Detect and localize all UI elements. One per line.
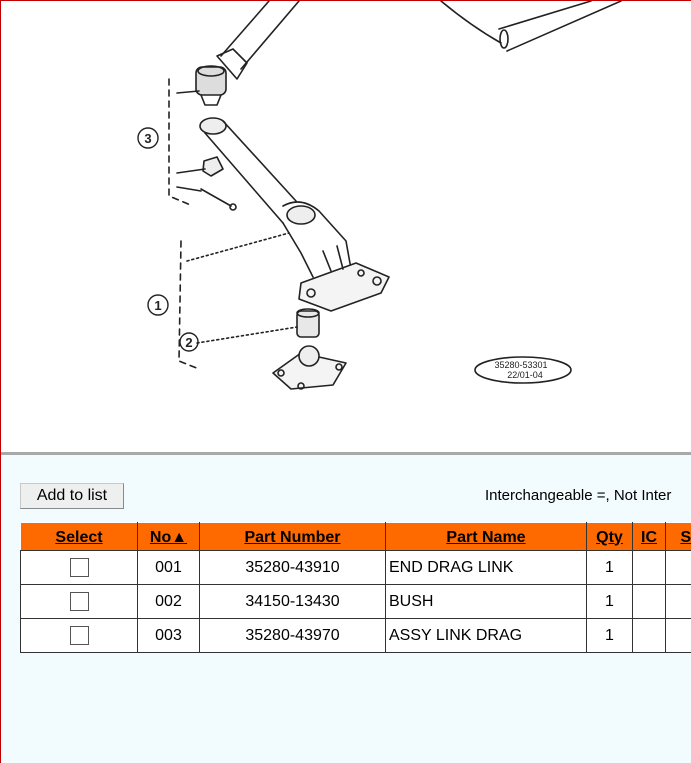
column-header-s[interactable]: S/ <box>665 522 691 551</box>
qty-cell: 1 <box>586 550 633 585</box>
table-row: 001 35280-43910 END DRAG LINK 1 <box>20 550 691 585</box>
column-header-no[interactable]: No▲ <box>137 522 200 551</box>
select-checkbox[interactable] <box>69 626 89 645</box>
part-name-cell: BUSH <box>385 584 587 619</box>
s-cell <box>665 550 691 585</box>
table-row: 003 35280-43970 ASSY LINK DRAG 1 <box>20 618 691 653</box>
select-checkbox[interactable] <box>69 558 89 577</box>
part-number-cell: 35280-43970 <box>199 618 386 653</box>
column-header-ic[interactable]: IC <box>632 522 666 551</box>
column-header-qty[interactable]: Qty <box>586 522 633 551</box>
parts-diagram: 3 1 2 35280-53301 22/01-04 <box>1 1 691 454</box>
interchangeable-legend: Interchangeable =, Not Inter <box>485 487 672 504</box>
part-name-cell: END DRAG LINK <box>385 550 587 585</box>
no-cell: 002 <box>137 584 200 619</box>
parts-table: Select No▲ Part Number Part Name Qty IC … <box>20 522 691 653</box>
select-cell <box>20 550 138 585</box>
callout-1-circle <box>147 294 169 316</box>
s-cell <box>665 584 691 619</box>
pane-divider[interactable] <box>1 452 691 455</box>
select-cell <box>20 584 138 619</box>
s-cell <box>665 618 691 653</box>
ic-cell <box>632 618 666 653</box>
part-number-cell: 34150-13430 <box>199 584 386 619</box>
table-header-row: Select No▲ Part Number Part Name Qty IC … <box>20 522 691 551</box>
column-header-part-number[interactable]: Part Number <box>199 522 386 551</box>
callout-2-circle <box>179 332 199 352</box>
column-header-select[interactable]: Select <box>20 522 138 551</box>
part-name-cell: ASSY LINK DRAG <box>385 618 587 653</box>
no-cell: 001 <box>137 550 200 585</box>
callout-3-circle <box>137 127 159 149</box>
no-cell: 003 <box>137 618 200 653</box>
callout-2: 2 <box>185 335 192 350</box>
column-header-part-name[interactable]: Part Name <box>385 522 587 551</box>
select-cell <box>20 618 138 653</box>
qty-cell: 1 <box>586 618 633 653</box>
stamp-number: 35280-53301 <box>494 360 547 370</box>
drag-link-exploded-drawing: 3 1 2 35280-53301 22/01-04 <box>137 1 622 390</box>
table-row: 002 34150-13430 BUSH 1 <box>20 584 691 619</box>
stamp-date: 22/01-04 <box>507 370 543 380</box>
ic-cell <box>632 584 666 619</box>
add-to-list-button[interactable]: Add to list <box>20 483 124 509</box>
qty-cell: 1 <box>586 584 633 619</box>
ic-cell <box>632 550 666 585</box>
part-number-cell: 35280-43910 <box>199 550 386 585</box>
parts-list-pane: Add to list Interchangeable =, Not Inter… <box>1 455 691 763</box>
callout-3: 3 <box>144 131 151 146</box>
callout-1: 1 <box>154 298 161 313</box>
select-checkbox[interactable] <box>69 592 89 611</box>
